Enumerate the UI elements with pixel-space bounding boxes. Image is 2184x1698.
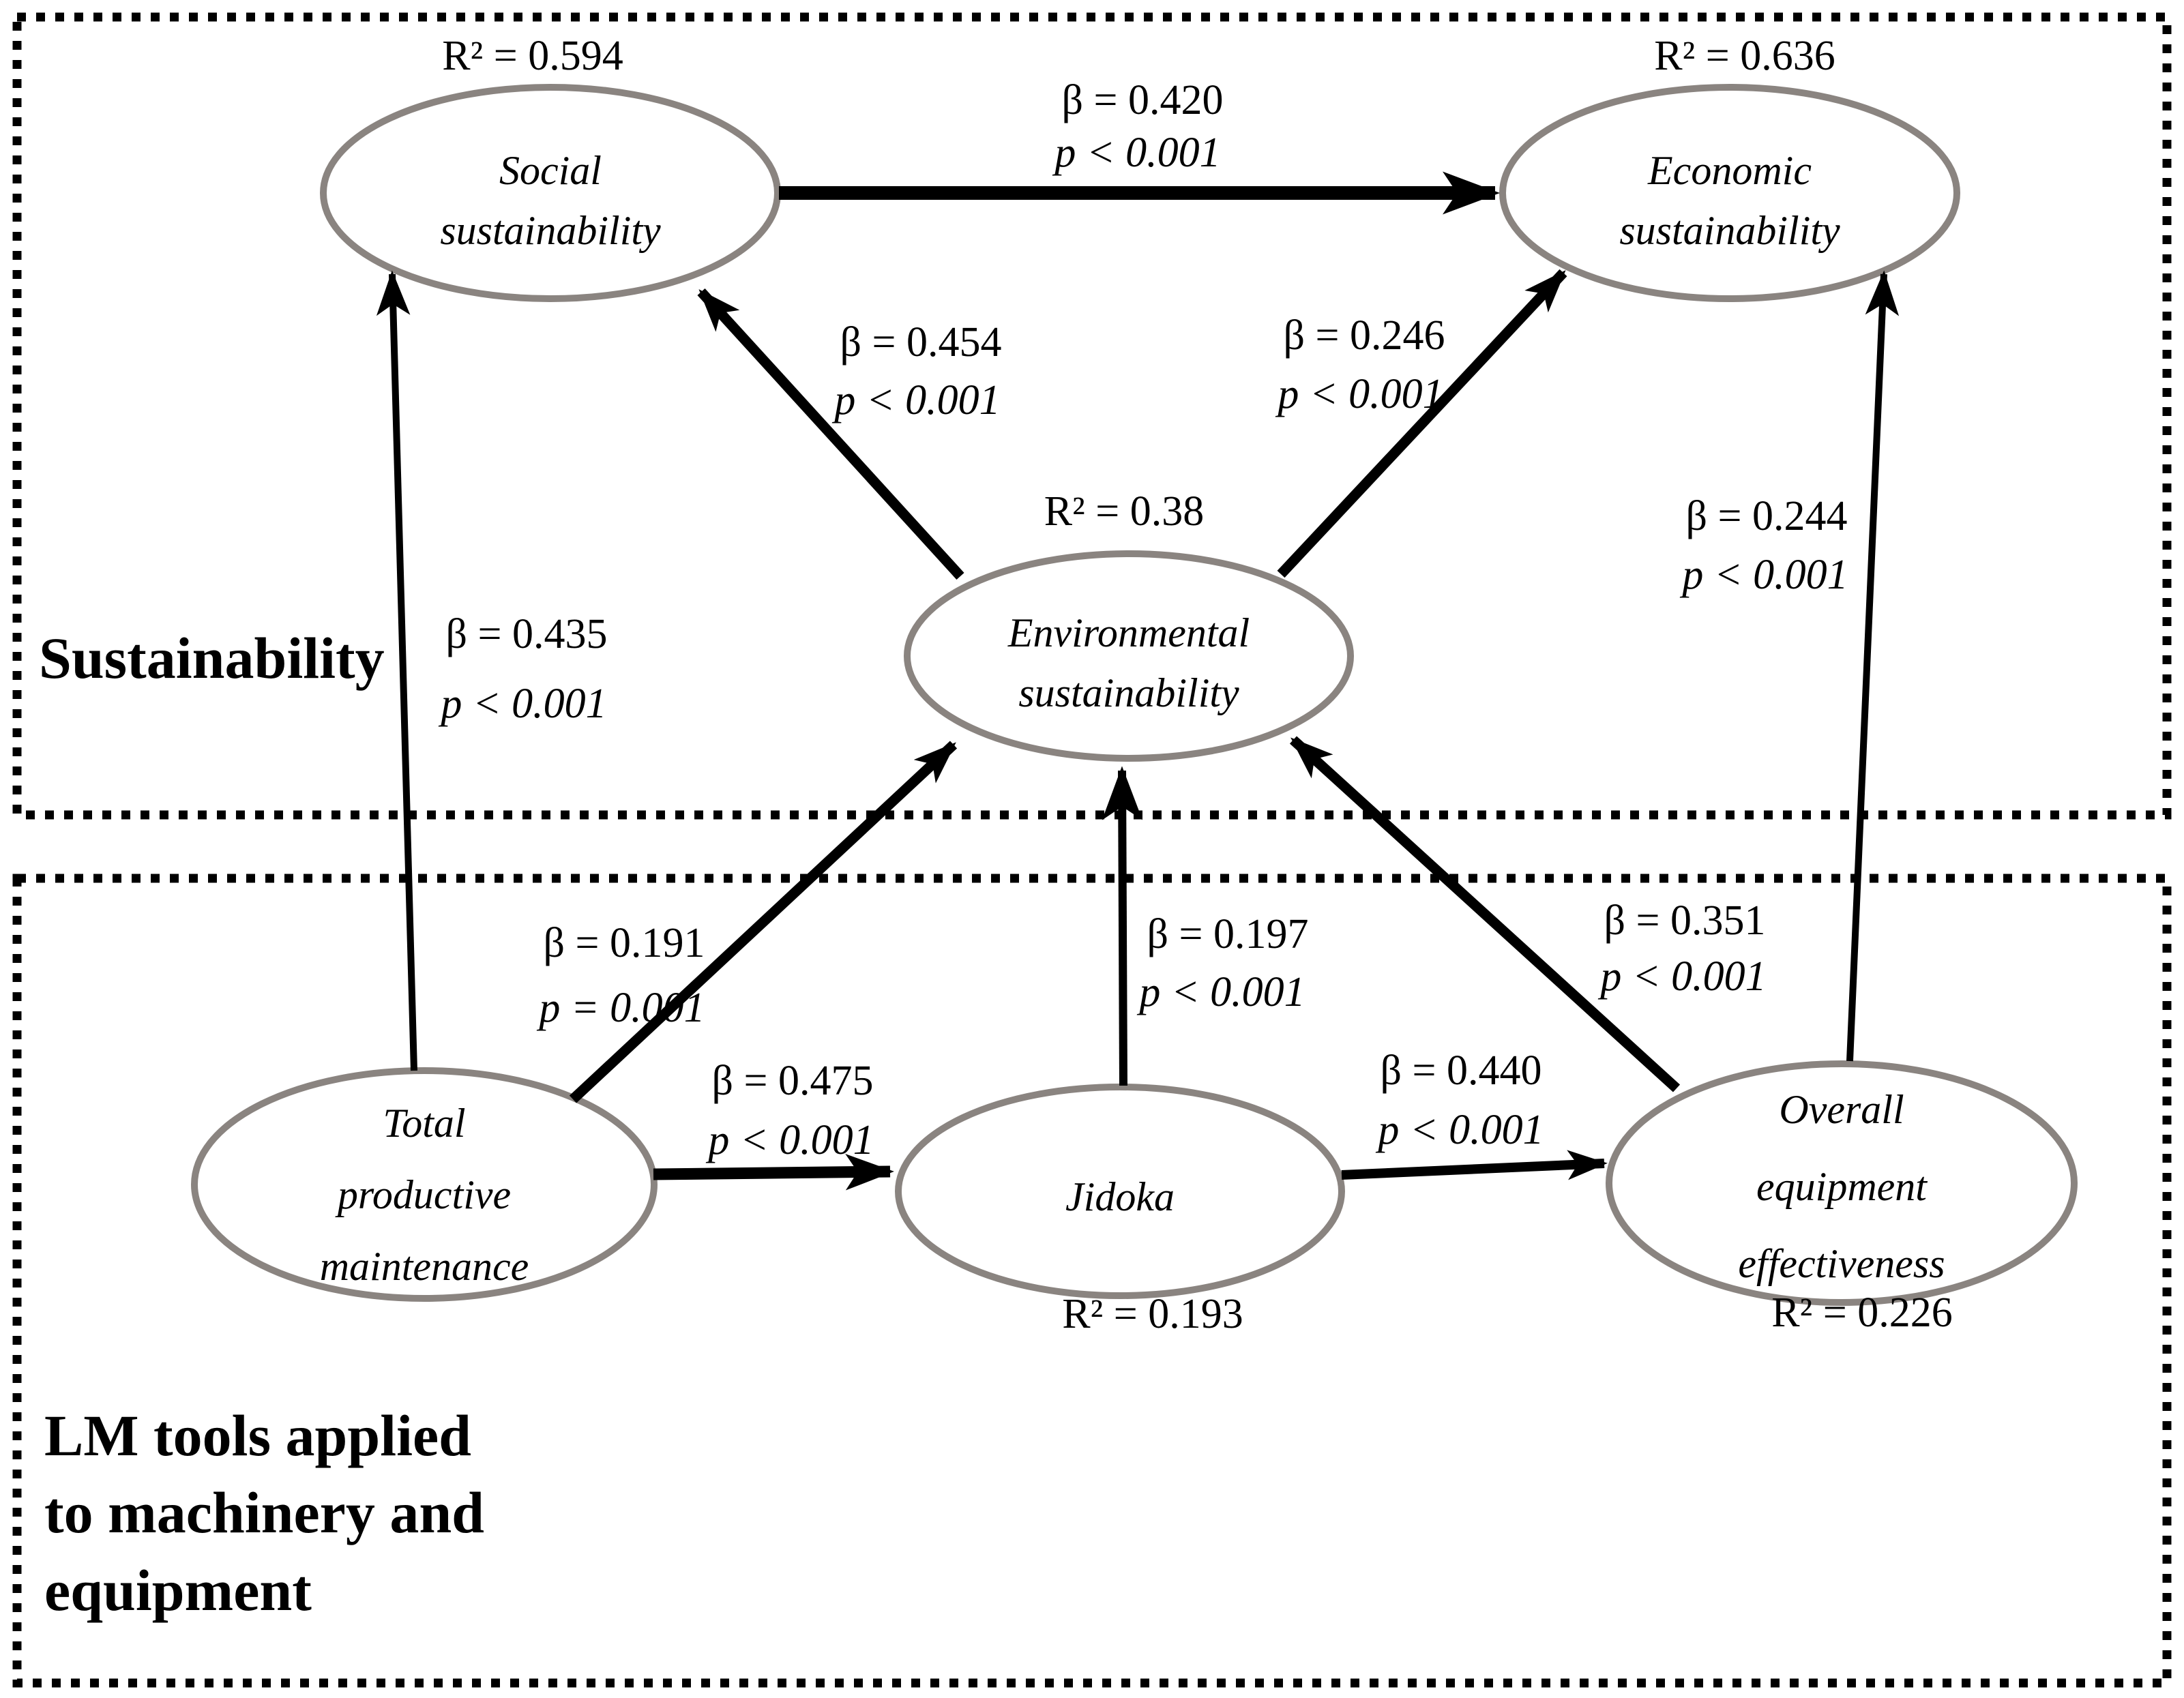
node-oee-label-line3: effectiveness [1738,1241,1945,1286]
node-environmental-label-line2: sustainability [1018,670,1239,715]
node-environmental-ellipse [904,550,1354,762]
r2-environmental: R² = 0.38 [1044,488,1204,535]
lm-tools-section-label-line3: equipment [44,1558,312,1623]
r2-oee: R² = 0.226 [1771,1290,1952,1336]
p-jidoka-environmental: p < 0.001 [1136,969,1305,1015]
beta-environmental-economic: β = 0.246 [1283,312,1445,359]
beta-jidoka-oee: β = 0.440 [1380,1047,1541,1094]
node-oee-label-line2: equipment [1756,1164,1928,1209]
beta-tpm-environmental: β = 0.191 [543,920,705,966]
node-economic-label-line2: sustainability [1619,208,1840,253]
edge-jidoka-oee-arrow [1341,1150,1608,1180]
lm-tools-section-label-line1: LM tools applied [44,1403,471,1468]
beta-tpm-social: β = 0.435 [445,611,607,657]
node-tpm-label-line1: Total [383,1101,465,1146]
p-social-economic: p < 0.001 [1052,130,1220,176]
edge-environmental-economic-arrow [1277,269,1567,578]
p-environmental-social: p < 0.001 [831,377,1000,423]
r2-economic: R² = 0.636 [1654,33,1835,79]
r2-social: R² = 0.594 [442,33,623,79]
p-tpm-environmental: p = 0.001 [536,985,705,1031]
node-social-label-line1: Social [499,148,602,193]
lm-tools-section-label-line2: to machinery and [44,1480,484,1545]
beta-jidoka-environmental: β = 0.197 [1147,911,1308,957]
edge-tpm-social-arrow [376,270,417,1071]
r2-jidoka: R² = 0.193 [1062,1291,1243,1337]
node-social-ellipse [320,84,781,302]
p-oee-environmental: p < 0.001 [1597,953,1766,1000]
edge-jidoka-environmental-arrow [1102,766,1143,1086]
node-economic-label-line1: Economic [1647,148,1812,193]
beta-social-economic: β = 0.420 [1061,77,1223,123]
p-tpm-jidoka: p < 0.001 [705,1117,874,1163]
p-jidoka-oee: p < 0.001 [1375,1107,1544,1153]
beta-tpm-jidoka: β = 0.475 [711,1058,873,1104]
node-environmental-label-line1: Environmental [1007,610,1250,655]
node-tpm-ellipse [191,1067,658,1302]
p-environmental-economic: p < 0.001 [1275,371,1443,417]
node-tpm-label-line2: productive [335,1172,511,1217]
beta-oee-environmental: β = 0.351 [1604,897,1765,944]
node-jidoka-label: Jidoka [1065,1174,1175,1219]
node-social-label-line2: sustainability [440,208,661,253]
p-oee-economic: p < 0.001 [1679,552,1848,598]
node-tpm-label-line3: maintenance [320,1244,529,1289]
edge-tpm-environmental-arrow [569,741,958,1103]
node-oee-label-line1: Overall [1779,1087,1904,1132]
edge-tpm-jidoka-arrow [653,1153,894,1191]
node-jidoka-ellipse [895,1084,1345,1299]
beta-oee-economic: β = 0.244 [1685,493,1847,539]
edge-oee-economic-arrow [1846,270,1900,1062]
p-tpm-social: p < 0.001 [438,681,606,727]
edge-oee-environmental-arrow [1289,736,1681,1092]
lm-tools-group-box [12,874,2172,1688]
node-economic-ellipse [1499,84,1960,302]
sustainability-group-box [12,12,2172,820]
node-oee-ellipse [1606,1060,2078,1306]
sustainability-section-label: Sustainability [39,625,385,691]
beta-environmental-social: β = 0.454 [840,319,1001,366]
edge-environmental-social-arrow [697,288,964,580]
